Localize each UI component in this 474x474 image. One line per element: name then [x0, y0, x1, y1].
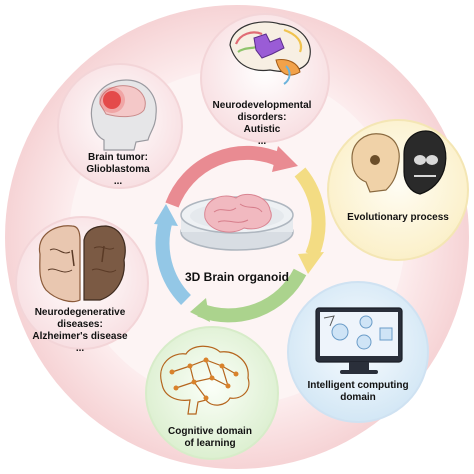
arrow-red	[165, 145, 283, 208]
computer-monitor-icon	[315, 307, 403, 374]
network-nodes	[169, 357, 239, 401]
center-title: 3D Brain organoid	[184, 270, 290, 284]
neurodevelopmental-line1: Neurodevelopmental	[212, 100, 312, 111]
neurodegenerative-line1: Neurodegenerative	[34, 307, 126, 318]
arrow-yellow	[294, 167, 326, 258]
brain-tumor-head-icon	[90, 79, 157, 151]
arrow-blue	[155, 217, 192, 305]
neurodevelopmental-line2: disorders:	[237, 112, 287, 123]
label-brain-tumor: Brain tumor: Glioblastoma ...	[86, 152, 149, 188]
cognitive-line2: of learning	[184, 438, 236, 449]
label-evolutionary: Evolutionary process	[347, 212, 449, 224]
intelligent-line1: Intelligent computing	[307, 380, 409, 391]
cycle-arrows	[154, 145, 326, 323]
brain-anatomy-icon	[229, 21, 311, 85]
satellite-cognitive	[145, 326, 279, 460]
brain-slice-icon	[38, 225, 126, 303]
neurodegenerative-line3: Alzheimer's disease	[32, 331, 128, 342]
evolutionary-line1: Evolutionary process	[347, 212, 449, 223]
skull-evolution-icon	[351, 130, 447, 195]
brain-tumor-line1: Brain tumor:	[87, 152, 148, 163]
neurodevelopmental-line4: ...	[257, 136, 267, 147]
label-neurodevelopmental: Neurodevelopmental disorders: Autistic .…	[213, 100, 312, 148]
cognitive-line1: Cognitive domain	[168, 426, 252, 437]
neurodegenerative-line4: ...	[75, 343, 85, 354]
neurodegenerative-line2: diseases:	[57, 319, 103, 330]
neurodevelopmental-line3: Autistic	[243, 124, 281, 135]
label-cognitive: Cognitive domain of learning	[168, 426, 252, 450]
arrow-green	[197, 268, 307, 323]
label-neurodegenerative: Neurodegenerative diseases: Alzheimer's …	[32, 307, 127, 355]
intelligent-line2: domain	[340, 392, 376, 403]
petri-dish-organoid-icon	[180, 194, 294, 251]
satellite-evolutionary	[327, 119, 469, 261]
label-intelligent: Intelligent computing domain	[307, 380, 408, 404]
brain-tumor-line2: Glioblastoma	[86, 164, 150, 175]
brain-tumor-line3: ...	[113, 176, 123, 187]
